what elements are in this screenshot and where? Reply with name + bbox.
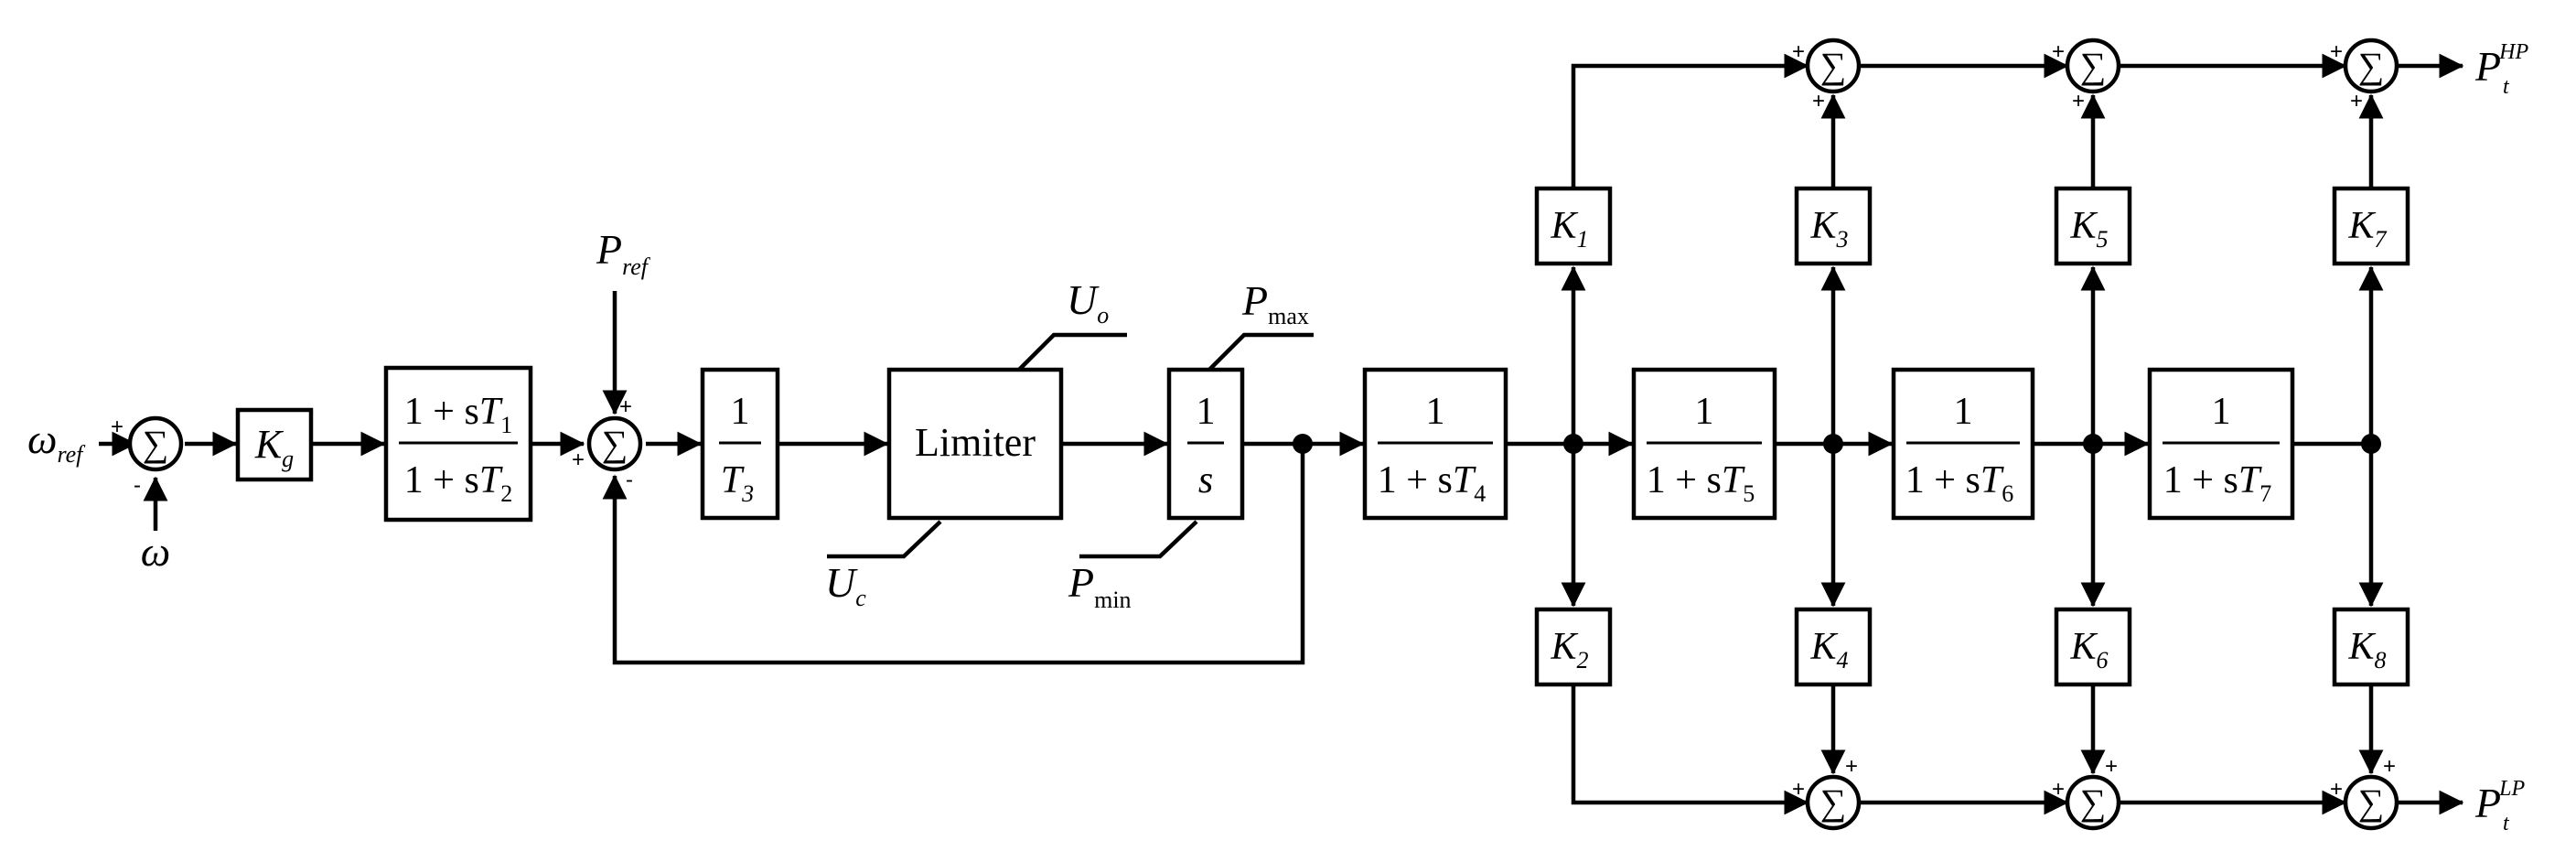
k1-to-hp-sum-arrow xyxy=(1571,53,1809,187)
svg-text:+: + xyxy=(1792,39,1805,64)
sum-junction-speed: ∑ + - xyxy=(111,415,184,498)
gain-k7-block: K7 xyxy=(2332,186,2410,266)
svg-text:1: 1 xyxy=(1197,391,1216,433)
gain-k5-block: K5 xyxy=(2054,186,2132,266)
sum-junction-hp-3: ∑ + + xyxy=(2330,38,2399,113)
svg-text:1: 1 xyxy=(1426,391,1445,433)
feedback-line xyxy=(602,444,1305,665)
svg-text:+: + xyxy=(2052,39,2065,64)
gain-k2-block: K2 xyxy=(1534,607,1613,687)
svg-text:s: s xyxy=(1198,459,1213,501)
sum-junction-lp-2: ∑ + + xyxy=(2052,754,2121,831)
svg-text:+: + xyxy=(2105,754,2118,779)
pmin-leader xyxy=(1079,520,1198,559)
svg-text:1: 1 xyxy=(1954,391,1973,433)
integrator-lower-label: Pmin xyxy=(1068,559,1132,613)
lag-block-t7: 1 1 + sT7 xyxy=(2147,367,2295,521)
svg-text:+: + xyxy=(2330,39,2343,64)
gain-kg-block: Kg xyxy=(235,407,314,482)
t3-block: 1 T3 xyxy=(700,367,780,521)
svg-text:K7: K7 xyxy=(2347,205,2387,253)
gain-k8-block: K8 xyxy=(2332,607,2410,687)
gain-k1-block: K1 xyxy=(1534,186,1613,266)
gain-k4-block: K4 xyxy=(1794,607,1873,687)
svg-text:+: + xyxy=(2072,89,2085,113)
sum-junction-hp-2: ∑ + + xyxy=(2052,38,2121,113)
svg-text:∑: ∑ xyxy=(1820,45,1847,86)
integrator-block: 1 s xyxy=(1166,367,1245,521)
junction-dot xyxy=(1563,434,1583,454)
svg-text:∑: ∑ xyxy=(2358,45,2385,86)
svg-text:Kg: Kg xyxy=(254,422,294,472)
svg-text:+: + xyxy=(1812,89,1825,113)
k2-to-lp-sum-arrow xyxy=(1571,686,1809,815)
svg-text:+: + xyxy=(111,415,123,439)
svg-text:K3: K3 xyxy=(1809,205,1848,253)
svg-text:∑: ∑ xyxy=(2358,781,2385,823)
svg-text:∑: ∑ xyxy=(2080,45,2107,86)
svg-text:+: + xyxy=(2383,754,2396,779)
sum-junction-lp-3: ∑ + + xyxy=(2330,754,2399,831)
junction-dot xyxy=(2083,434,2103,454)
svg-text:+: + xyxy=(1845,754,1858,779)
junction-dot xyxy=(1823,434,1843,454)
svg-text:∑: ∑ xyxy=(143,423,169,464)
svg-text:K6: K6 xyxy=(2069,626,2108,673)
svg-text:-: - xyxy=(134,473,141,498)
pmax-leader xyxy=(1206,332,1314,373)
limiter-lower-label: Uc xyxy=(825,559,866,611)
svg-text:1 + sT1: 1 + sT1 xyxy=(404,391,512,438)
svg-text:1: 1 xyxy=(1695,391,1714,433)
svg-text:+: + xyxy=(2052,777,2065,802)
svg-text:1: 1 xyxy=(2212,391,2231,433)
uc-leader xyxy=(827,520,942,559)
gain-k3-block: K3 xyxy=(1794,186,1873,266)
uo-leader xyxy=(1015,332,1127,373)
sum-junction-hp-1: ∑ + + xyxy=(1792,38,1862,113)
sum-junction-power: ∑ + + - xyxy=(572,394,643,492)
lead-lag-block: 1 + sT1 1 + sT2 xyxy=(383,365,533,523)
svg-text:1 + sT6: 1 + sT6 xyxy=(1905,459,2013,507)
svg-text:+: + xyxy=(572,447,585,472)
svg-text:+: + xyxy=(619,394,632,419)
summing-junctions: ∑ + - ∑ + + - ∑ + + ∑ + + ∑ + + xyxy=(111,38,2399,831)
svg-text:1 + sT4: 1 + sT4 xyxy=(1378,459,1486,507)
svg-text:K2: K2 xyxy=(1550,626,1588,673)
svg-text:1 + sT5: 1 + sT5 xyxy=(1647,459,1755,507)
limiter-block: Limiter xyxy=(886,367,1064,521)
lag-block-t5: 1 1 + sT5 xyxy=(1631,367,1777,521)
svg-text:1 + sT7: 1 + sT7 xyxy=(2163,459,2271,507)
lag-block-t6: 1 1 + sT6 xyxy=(1891,367,2035,521)
svg-text:+: + xyxy=(2330,777,2343,802)
sum-junction-lp-1: ∑ + + xyxy=(1792,754,1862,831)
omega-label: ω xyxy=(141,528,170,575)
svg-text:∑: ∑ xyxy=(2080,781,2107,823)
junction-dot xyxy=(1293,434,1313,454)
svg-text:-: - xyxy=(626,468,633,492)
junction-dot xyxy=(2361,434,2381,454)
svg-text:+: + xyxy=(1792,777,1805,802)
svg-text:T3: T3 xyxy=(721,459,754,507)
svg-text:+: + xyxy=(2350,89,2363,113)
svg-text:K1: K1 xyxy=(1550,205,1588,253)
svg-text:1 + sT2: 1 + sT2 xyxy=(404,459,512,507)
svg-text:∑: ∑ xyxy=(602,423,628,464)
junctions xyxy=(1293,434,2381,454)
svg-text:1: 1 xyxy=(731,391,750,433)
p-ref-label: Pref xyxy=(596,226,651,280)
integrator-upper-label: Pmax xyxy=(1241,277,1309,329)
svg-text:K8: K8 xyxy=(2347,626,2386,673)
svg-text:Limiter: Limiter xyxy=(915,420,1036,465)
svg-text:K4: K4 xyxy=(1809,626,1848,673)
omega-ref-label: ωref xyxy=(27,415,86,468)
svg-text:K5: K5 xyxy=(2069,205,2108,253)
svg-text:∑: ∑ xyxy=(1820,781,1847,823)
lag-block-t4: 1 1 + sT4 xyxy=(1362,367,1508,521)
limiter-upper-label: Uo xyxy=(1067,276,1109,329)
gain-k6-block: K6 xyxy=(2054,607,2132,687)
